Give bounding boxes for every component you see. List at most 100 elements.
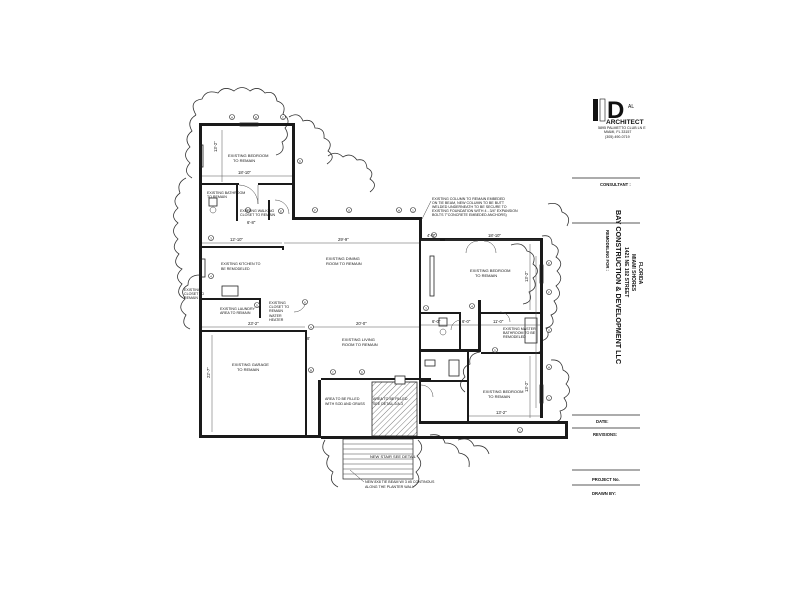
project-state: FLORIDA xyxy=(637,262,643,285)
grid-bubble-label: 2 xyxy=(433,233,435,237)
label-garage-2: TO REMAIN xyxy=(237,367,259,372)
dim-bed-se-depth: 13'-2" xyxy=(524,381,529,392)
grid-bubble-label: C xyxy=(282,115,285,119)
grid-bubble-label: 4 xyxy=(471,304,473,308)
note-laundry-4: WATER xyxy=(269,314,282,318)
label-master-bath-1: EXISTING MASTER xyxy=(503,327,536,331)
project-no-label: PROJECT No. xyxy=(592,477,620,482)
logo-phone: (305) 490-0719 xyxy=(605,135,630,139)
dim-bed-nw-depth: 13'-2" xyxy=(213,141,218,152)
grid-bubble-label: 4 xyxy=(210,274,212,278)
label-bedroom-ne-1: EXISTING BEDROOM xyxy=(470,268,510,273)
note-stair: NEW STAIR SEE DETAIL xyxy=(370,454,417,459)
grid-bubble-label: B xyxy=(310,368,312,372)
note-side-2: CLOSET TO xyxy=(184,292,204,296)
label-living-1: EXISTING LIVING xyxy=(342,337,375,342)
label-master-bath-3: REMODELED xyxy=(503,335,526,339)
dim-bed-ne-depth: 13'-2" xyxy=(524,271,529,282)
logo-address-1: 5895 PALMETTO CLUB LN E xyxy=(598,126,646,130)
note-laundry-1: EXISTING xyxy=(269,301,286,305)
room-labels: EXISTING BEDROOM TO REMAIN EXISTING BATH… xyxy=(207,153,536,406)
grid-bubble-label: F xyxy=(314,208,316,212)
grid-bubble-label: E xyxy=(548,261,550,265)
fill-area-hatch xyxy=(371,375,418,437)
label-bedroom-ne-2: TO REMAIN xyxy=(475,273,497,278)
note-column-1: EXISTING COLUMN TO REMAIN EMBEDED xyxy=(432,197,505,201)
dimension-text: 18'-10" 13'-2" 6'-8" 12'-10" 29'-9" 4'-6… xyxy=(206,141,529,415)
grid-bubble-label: 3 xyxy=(210,236,212,240)
label-bedroom-nw-1: EXISTING BEDROOM xyxy=(228,153,268,158)
note-tie-beam-1: NEW 8X8 TIE BEAM W/ 3 #5 CONTINOUS xyxy=(365,480,435,484)
title-block: D AL ARCHITECT 5895 PALMETTO CLUB LN E M… xyxy=(572,97,646,496)
architect-logo: D AL ARCHITECT 5895 PALMETTO CLUB LN E M… xyxy=(593,97,646,139)
drawn-by-label: DRAWN BY: xyxy=(592,491,616,496)
date-label: DATE: xyxy=(596,419,608,424)
grid-bubble-label: 1 xyxy=(412,208,414,212)
label-dining-1: EXISTING DINING xyxy=(326,256,360,261)
grid-bubble-label: 6 xyxy=(247,208,249,212)
logo-suffix: AL xyxy=(628,104,634,110)
label-laundry-1: EXISTING LAUNDRY xyxy=(220,307,255,311)
grid-bubble-label: 1 xyxy=(548,396,550,400)
grid-bubble-label: F xyxy=(548,290,550,294)
dim-bed-se-width: 13'-2" xyxy=(496,410,507,415)
walls xyxy=(199,123,568,439)
dim-bed-nw-width: 18'-10" xyxy=(238,170,252,175)
grid-bubble-label: 6 xyxy=(304,300,306,304)
grid-bubble-label: 5 xyxy=(494,348,496,352)
note-laundry-5: HEATER xyxy=(269,318,284,322)
label-kitchen-2: BE REMODELED xyxy=(221,267,250,271)
dimension-lines xyxy=(202,130,540,432)
dim-center-a: 6'-0" xyxy=(432,319,441,324)
logo-address-2: MIAMI, FL 33157 xyxy=(604,130,631,134)
dim-kitchen-width: 12'-10" xyxy=(230,237,244,242)
grid-bubble-label: D xyxy=(299,159,302,163)
dim-bath-width: 6'-8" xyxy=(247,220,256,225)
note-column-3: WELDED UNDERNEATH TO BE SECURE TO xyxy=(432,205,507,209)
grid-bubble-label: A xyxy=(231,115,233,119)
dim-bed-ne-offset: 4'-6" xyxy=(427,233,436,238)
label-dining-2: ROOM TO REMAIN xyxy=(326,261,362,266)
dim-master-bath: 11'-0" xyxy=(493,319,504,324)
label-fill-sod-1: AREA TO BE FILLED xyxy=(325,397,360,401)
note-side-3: REMAIN xyxy=(184,296,198,300)
note-laundry-2: CLOSET TO xyxy=(269,305,289,309)
note-column-4: EXISTING FOUNDATION WITH 4 - 3/4" EXPANS… xyxy=(432,209,518,213)
grid-bubble-label: D xyxy=(361,370,364,374)
logo-letter: D xyxy=(607,97,624,124)
landscape-clouds xyxy=(173,87,570,488)
grid-bubble-label: A xyxy=(310,325,312,329)
project-address: 1421 NE 102 STREET xyxy=(623,247,629,297)
grid-bubble-label: G xyxy=(348,208,351,212)
label-bedroom-se-1: EXISTING BEDROOM xyxy=(483,389,523,394)
note-column-5: BOLTS 7"CONCRETE EMBEDED ANCHORS) xyxy=(432,213,507,217)
label-fill-detail-1: AREA TO BE FILLED xyxy=(373,397,408,401)
label-bathroom-2: TO REMAIN xyxy=(207,195,227,199)
note-column-2: ON TIE BEAM, NEW COLUMN TO BE BUTT xyxy=(432,201,505,205)
consultant-label: CONSULTANT : xyxy=(600,182,631,187)
dim-living-right: 20'-0" xyxy=(356,321,367,326)
label-closet-2: CLOSET TO REMAIN xyxy=(240,213,276,217)
dim-living-left: 23'-2" xyxy=(248,321,259,326)
project-city: MIAMI SHORES xyxy=(630,254,636,292)
dim-dining-width: 29'-9" xyxy=(338,237,349,242)
note-laundry-3: REMAIN xyxy=(269,309,283,313)
label-bathroom-1: EXISTING BATHROOM xyxy=(207,191,245,195)
grid-bubble-label: C xyxy=(332,370,335,374)
label-living-2: ROOM TO REMAIN xyxy=(342,342,378,347)
grid-bubble-label: 2 xyxy=(519,428,521,432)
annotation-notes: EXISTING COLUMN TO REMAIN EMBEDED ON TIE… xyxy=(184,197,518,489)
label-bedroom-nw-2: TO REMAIN xyxy=(233,158,255,163)
label-kitchen-1: EXISTING KITCHEN TO xyxy=(221,262,261,266)
label-closet-1: EXISTING WALKING xyxy=(240,209,274,213)
grid-bubble-label: B xyxy=(255,115,257,119)
grid-bubble-label: H xyxy=(398,208,400,212)
label-garage-1: EXISTING GARAGE xyxy=(232,362,269,367)
grid-bubble-label: E xyxy=(280,209,282,213)
logo-name: ARCHITECT xyxy=(606,119,644,126)
grid-bubble-label: G xyxy=(548,328,551,332)
revisions-label: REVISIONS: xyxy=(593,432,617,437)
label-laundry-2: AREA TO REMAIN xyxy=(220,311,251,315)
